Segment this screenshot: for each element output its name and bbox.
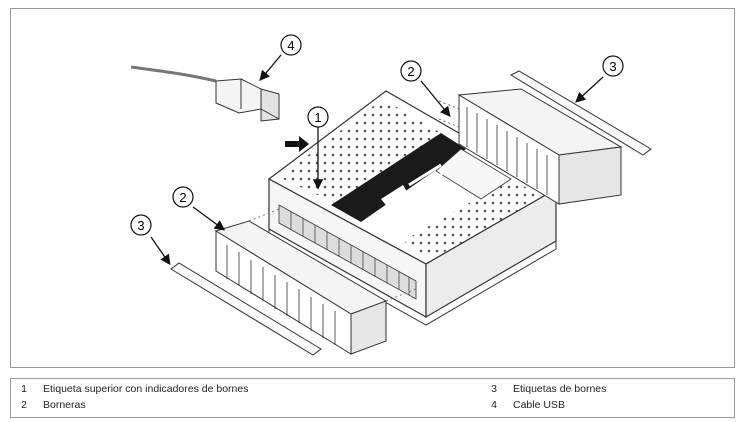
terminal-block-right: [438, 88, 623, 205]
legend-item-2: 2 Borneras: [19, 399, 86, 411]
legend-text: Cable USB: [513, 399, 565, 411]
legend-number: 4: [491, 399, 497, 411]
callout-2-bottom: 2: [172, 186, 194, 208]
legend-number: 1: [21, 383, 27, 395]
leader-2-top: [420, 80, 451, 118]
legend-item-4: 4 Cable USB: [489, 399, 565, 411]
svg-text:3: 3: [609, 59, 616, 74]
daq-device: [267, 90, 558, 326]
callout-3-left: 3: [130, 214, 152, 236]
legend-number: 2: [21, 399, 27, 411]
leader-2-bottom: [192, 206, 226, 231]
legend-item-1: 1 Etiqueta superior con indicadores de b…: [19, 383, 248, 395]
usb-cable: [130, 65, 280, 122]
svg-text:4: 4: [287, 38, 294, 53]
legend: 1 Etiqueta superior con indicadores de b…: [10, 378, 735, 418]
callout-4: 4: [280, 34, 302, 56]
insert-arrow: [285, 136, 309, 152]
svg-text:1: 1: [314, 110, 321, 125]
svg-text:2: 2: [407, 64, 414, 79]
callout-2-top: 2: [400, 60, 422, 82]
leader-4: [259, 54, 282, 81]
legend-text: Borneras: [43, 399, 86, 411]
figure-frame: 1 2 2 3 3 4: [10, 8, 735, 368]
legend-text: Etiqueta superior con indicadores de bor…: [43, 383, 249, 395]
callout-1: 1: [307, 106, 329, 128]
callout-3-right: 3: [602, 55, 624, 77]
device-illustration: 1 2 2 3 3 4: [130, 34, 652, 356]
leader-3-right: [575, 76, 604, 103]
svg-text:2: 2: [179, 190, 186, 205]
svg-text:3: 3: [137, 218, 144, 233]
leader-3-left: [150, 236, 171, 266]
legend-number: 3: [491, 383, 497, 395]
label-strip-right: [509, 70, 652, 156]
legend-text: Etiquetas de bornes: [513, 383, 607, 395]
terminal-block-left: [214, 208, 417, 355]
label-strip-left: [170, 262, 322, 356]
legend-item-3: 3 Etiquetas de bornes: [489, 383, 606, 395]
